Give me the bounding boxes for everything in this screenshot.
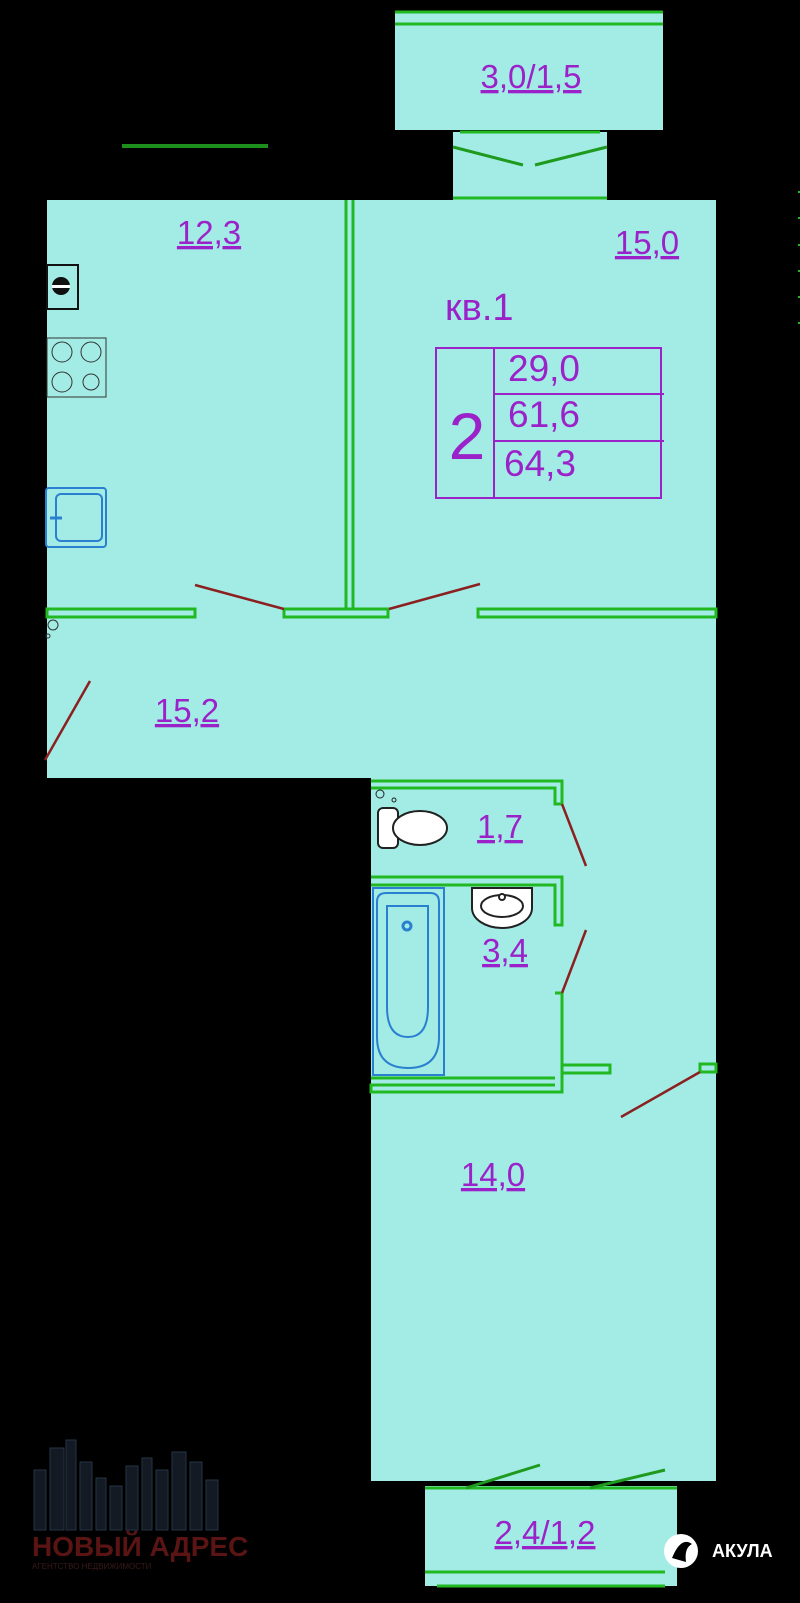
rooms-count: 2 (449, 399, 486, 473)
gas-meter-icon (46, 264, 79, 310)
balcony-bottom-area-label: 2,4/1,2 (495, 1514, 596, 1551)
partner-logo: АКУЛА (664, 1534, 773, 1568)
living-area-value: 29,0 (508, 348, 580, 389)
apartment-number: кв.1 (445, 287, 514, 329)
living-room-area-label: 15,0 (615, 224, 679, 261)
bedroom-right-stub (698, 1062, 718, 1074)
toilet-door-swing (560, 803, 588, 867)
total-area-value: 61,6 (508, 394, 580, 435)
balcony-top-area-label: 3,0/1,5 (481, 58, 582, 95)
agency-name: НОВЫЙ АДРЕС (32, 1530, 248, 1562)
washbasin-icon (471, 887, 533, 929)
balcony-doors (452, 145, 666, 1490)
bath-right-wall (369, 991, 564, 1094)
stove (46, 337, 107, 398)
apartment-summary: кв.1 2 29,0 61,6 64,3 (435, 287, 664, 499)
kitchen-area-label: 12,3 (177, 214, 241, 251)
partner-name: АКУЛА (712, 1541, 773, 1561)
toilet-wall (371, 779, 564, 806)
bathtub-icon (372, 887, 445, 1076)
burner-icon (80, 341, 102, 363)
burner-icon (82, 373, 100, 391)
room-labels: 3,0/1,5 12,3 15,0 15,2 1,7 3,4 14,0 2,4/… (155, 58, 679, 1551)
hallway-area-label: 15,2 (155, 692, 219, 729)
balcony-top-door-right (534, 145, 608, 167)
upper-floor (47, 200, 716, 778)
total-area-with-balcony-value: 64,3 (504, 443, 576, 484)
wall-hall-left (45, 607, 197, 619)
bedroom-area-label: 14,0 (461, 1156, 525, 1193)
walls (45, 10, 718, 1588)
balcony-top-floor (395, 12, 663, 130)
bathroom-area-label: 3,4 (482, 932, 528, 969)
floor-areas (47, 12, 716, 1586)
balcony-top-door-left (452, 145, 524, 167)
entrance-door-swing (43, 680, 92, 761)
balcony-bottom-floor (425, 1486, 677, 1586)
burner-icon (51, 371, 73, 393)
bedroom-wall-stub (560, 1063, 612, 1075)
living-door-swing (388, 582, 481, 611)
summary-frame (435, 347, 662, 499)
bath-top-wall (371, 875, 564, 927)
shark-logo-icon (664, 1534, 698, 1568)
agency-tagline: АГЕНТСТВО НЕДВИЖИМОСТИ (32, 1562, 152, 1571)
wall-hall-middle (282, 607, 390, 619)
stove-top (46, 337, 107, 398)
toilet-area-label: 1,7 (477, 808, 523, 845)
burner-icon (51, 341, 73, 363)
bath-door-swing (560, 929, 588, 994)
bedroom-door-swing (620, 1070, 701, 1119)
kitchen-door-swing (194, 583, 285, 611)
kitchen-sink-icon (45, 487, 107, 548)
wall-hall-right (476, 607, 718, 619)
right-wing-floor (371, 778, 716, 1481)
door-swings (43, 582, 701, 1119)
agency-logo: НОВЫЙ АДРЕС АГЕНТСТВО НЕДВИЖИМОСТИ (32, 1439, 248, 1571)
hallway-pipes-icon (45, 619, 59, 639)
balcony-bottom-door-left (465, 1463, 541, 1490)
balcony-bottom-door-right (589, 1468, 666, 1490)
balcony-top-door-nook (453, 132, 607, 200)
toilet-icon (375, 789, 448, 849)
skyline-icon (33, 1439, 219, 1531)
